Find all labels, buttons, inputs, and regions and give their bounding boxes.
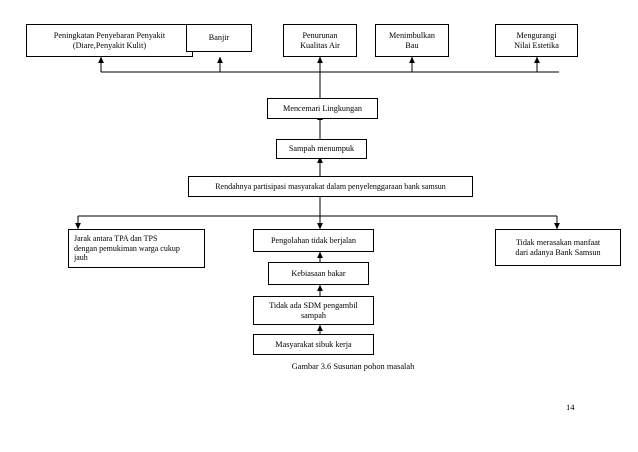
node-banjir: Banjir <box>186 24 252 52</box>
node-kebiasaan-bakar: Kebiasaan bakar <box>268 262 369 285</box>
node-mengurangi-nilai-estetika: Mengurangi Nilai Estetika <box>495 24 578 57</box>
node-rendahnya-partisipasi: Rendahnya partisipasi masyarakat dalam p… <box>188 176 473 197</box>
node-masyarakat-sibuk-kerja: Masyarakat sibuk kerja <box>253 334 374 355</box>
node-menimbulkan-bau: Menimbulkan Bau <box>375 24 449 57</box>
node-mencemari-lingkungan: Mencemari Lingkungan <box>267 98 378 119</box>
node-tidak-merasakan-manfaat: Tidak merasakan manfaat dari adanya Bank… <box>495 229 621 266</box>
figure-caption: Gambar 3.6 Susunan pohon masalah <box>291 362 415 371</box>
node-tidak-ada-sdm: Tidak ada SDM pengambil sampah <box>253 296 374 325</box>
node-pengolahan-tidak-berjalan: Pengolahan tidak berjalan <box>253 229 374 252</box>
node-peningkatan-penyebaran-penyakit: Peningkatan Penyebaran Penyakit (Diare,P… <box>26 24 193 57</box>
node-jarak-tpa-tps: Jarak antara TPA dan TPS dengan pemukima… <box>68 229 205 268</box>
page-number: 14 <box>566 402 575 412</box>
node-sampah-menumpuk: Sampah menumpuk <box>276 139 367 159</box>
node-penurunan-kualitas-air: Penurunan Kualitas Air <box>283 24 357 57</box>
